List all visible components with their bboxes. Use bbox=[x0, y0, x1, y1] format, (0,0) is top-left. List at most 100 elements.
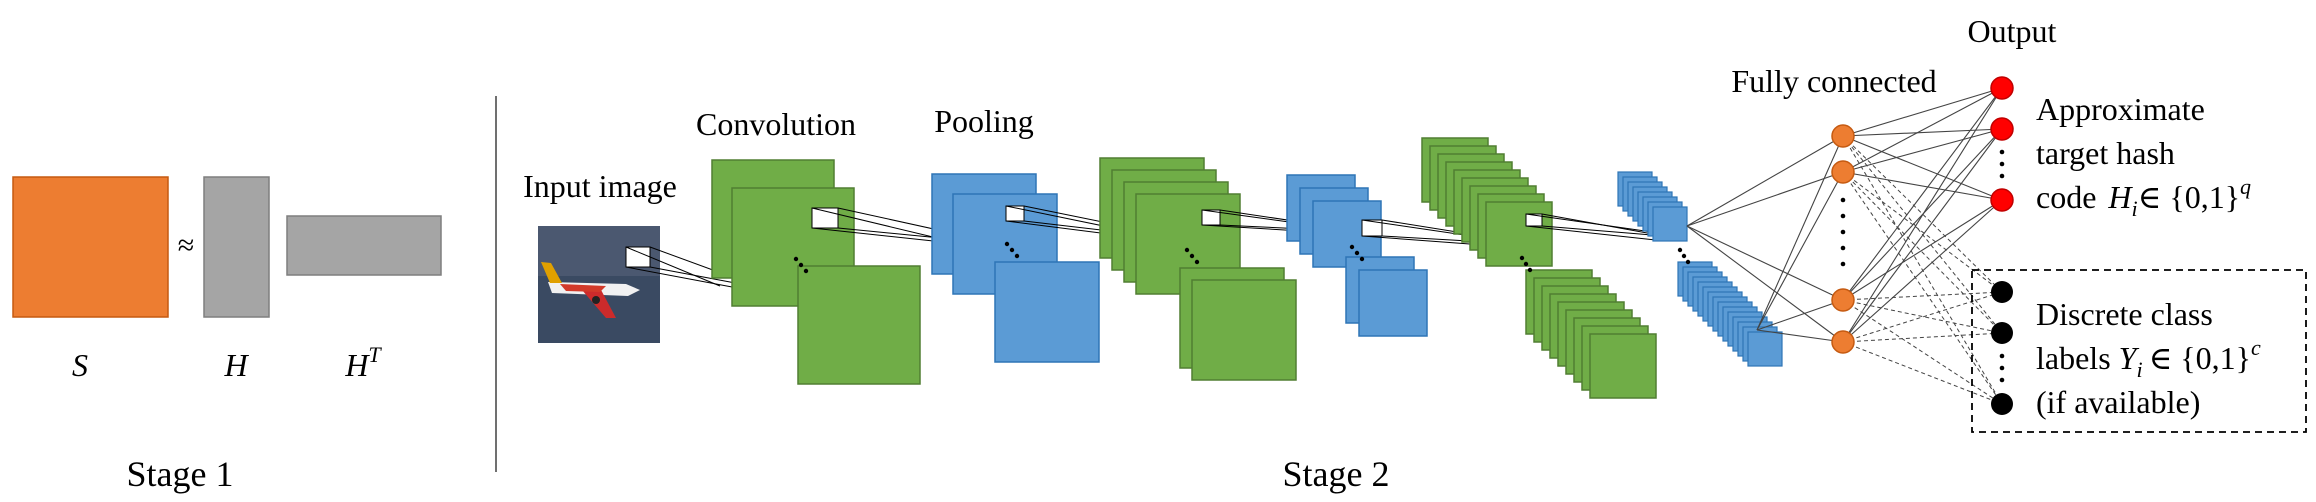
connection-line bbox=[1686, 135, 1844, 227]
connection-line bbox=[1842, 135, 2003, 405]
connection-line bbox=[1756, 329, 1844, 343]
ellipsis-dot bbox=[1359, 256, 1365, 262]
ellipsis-dot bbox=[1840, 245, 1846, 251]
ellipsis-dot bbox=[1840, 213, 1846, 219]
fc-node bbox=[1831, 124, 1855, 148]
label-s: S bbox=[72, 347, 88, 383]
fc-node bbox=[1831, 330, 1855, 354]
ellipsis-dot bbox=[1523, 261, 1529, 267]
ellipsis-dot bbox=[1999, 365, 2005, 371]
connection-line bbox=[1842, 87, 2003, 137]
ellipsis-dot bbox=[803, 268, 809, 274]
ellipsis-dot bbox=[1840, 261, 1846, 267]
connection-line bbox=[1842, 128, 2003, 343]
ellipsis-dot bbox=[1840, 229, 1846, 235]
output-label: Output bbox=[1968, 13, 2057, 49]
connection-line bbox=[1842, 135, 2003, 293]
hash-var: H bbox=[2107, 179, 2133, 215]
label-h-transpose-base: H bbox=[344, 347, 370, 383]
feature-map bbox=[797, 265, 921, 385]
ellipsis-dot bbox=[1681, 253, 1687, 259]
connection-line bbox=[1842, 128, 2003, 173]
airplane-tail-icon bbox=[541, 262, 562, 283]
stage-1-label: Stage 1 bbox=[127, 454, 234, 494]
convolution-label: Convolution bbox=[696, 106, 856, 142]
fc-layer bbox=[1831, 124, 1855, 354]
class-output-layer bbox=[1991, 281, 2013, 415]
fc-node bbox=[1831, 288, 1855, 312]
pool-layer-2 bbox=[1286, 174, 1428, 337]
airplane-wing-icon bbox=[582, 288, 616, 318]
class-text-line3: (if available) bbox=[2036, 384, 2200, 420]
connection-line bbox=[1842, 171, 2003, 405]
connection-line bbox=[1686, 171, 1844, 227]
input-projection-line bbox=[625, 266, 749, 291]
ellipsis-dot bbox=[1840, 197, 1846, 203]
hash-sub: i bbox=[2132, 196, 2138, 221]
feature-map bbox=[1358, 269, 1428, 337]
fc-hash-connections bbox=[1842, 87, 2003, 343]
connection-line bbox=[1756, 135, 1844, 331]
ellipsis-dot bbox=[1519, 255, 1525, 261]
fc-node bbox=[1831, 160, 1855, 184]
ellipsis-dot bbox=[1009, 247, 1015, 253]
class-labels-prefix: labels bbox=[2036, 340, 2111, 376]
ellipsis-dot bbox=[1999, 149, 2005, 155]
connection-line bbox=[1842, 135, 2003, 201]
pool-layer-1 bbox=[931, 173, 1100, 363]
hash-set: ∈ {0,1} bbox=[2138, 179, 2240, 215]
pooling-label: Pooling bbox=[934, 103, 1034, 139]
airplane-engine-icon bbox=[592, 296, 600, 304]
input-receptive-field bbox=[625, 246, 651, 268]
connection-line bbox=[1842, 341, 2003, 405]
connection-line bbox=[1842, 87, 2003, 173]
ellipsis-dot bbox=[1677, 247, 1683, 253]
ellipsis-dot bbox=[798, 262, 804, 268]
feature-map bbox=[1485, 201, 1553, 267]
ellipsis-dot bbox=[1685, 259, 1691, 265]
ellipsis-dot bbox=[1999, 173, 2005, 179]
input-image bbox=[538, 226, 660, 343]
connection-line bbox=[1842, 332, 2003, 343]
hash-node bbox=[1990, 188, 2014, 212]
class-node bbox=[1991, 322, 2013, 344]
matrix-h bbox=[203, 176, 270, 318]
ellipsis-dot bbox=[1354, 250, 1360, 256]
ellipsis-dot bbox=[1527, 267, 1533, 273]
hash-text-line1: Approximate bbox=[2036, 91, 2205, 127]
connection-line bbox=[1756, 171, 1844, 331]
class-text-line1: Discrete class bbox=[2036, 296, 2213, 332]
fc-class-connections bbox=[1842, 135, 2003, 405]
ellipsis-dot bbox=[1184, 247, 1190, 253]
connection-line bbox=[1842, 291, 2003, 301]
feature-map bbox=[1652, 206, 1688, 242]
ellipsis-dot bbox=[1194, 259, 1200, 265]
connection-line bbox=[1842, 135, 2003, 334]
ellipsis-dot bbox=[1189, 253, 1195, 259]
connection-line bbox=[1842, 171, 2003, 201]
ellipsis-dot bbox=[793, 256, 799, 262]
hash-text-line2: target hash bbox=[2036, 135, 2175, 171]
ellipsis-dot bbox=[1999, 161, 2005, 167]
connection-line bbox=[1842, 199, 2003, 343]
feature-map bbox=[1191, 279, 1297, 381]
connection-line bbox=[1686, 225, 1844, 301]
connection-line bbox=[1842, 87, 2003, 343]
hash-sup: q bbox=[2240, 174, 2251, 199]
connection-line bbox=[1842, 299, 2003, 405]
conv3-projection-line bbox=[1541, 225, 1665, 237]
fully-connected-label: Fully connected bbox=[1731, 63, 1936, 99]
class-node bbox=[1991, 393, 2013, 415]
hash-node bbox=[1990, 76, 2014, 100]
fc-input-connections bbox=[1686, 135, 1844, 343]
ellipsis-dot bbox=[1004, 241, 1010, 247]
conv-layer-2 bbox=[1099, 157, 1297, 381]
matrix-h-transpose bbox=[286, 215, 442, 276]
connection-line bbox=[1686, 225, 1844, 343]
airplane-livery-icon bbox=[560, 284, 606, 292]
conv-layer-1 bbox=[711, 159, 921, 385]
ellipsis-dot bbox=[1014, 253, 1020, 259]
